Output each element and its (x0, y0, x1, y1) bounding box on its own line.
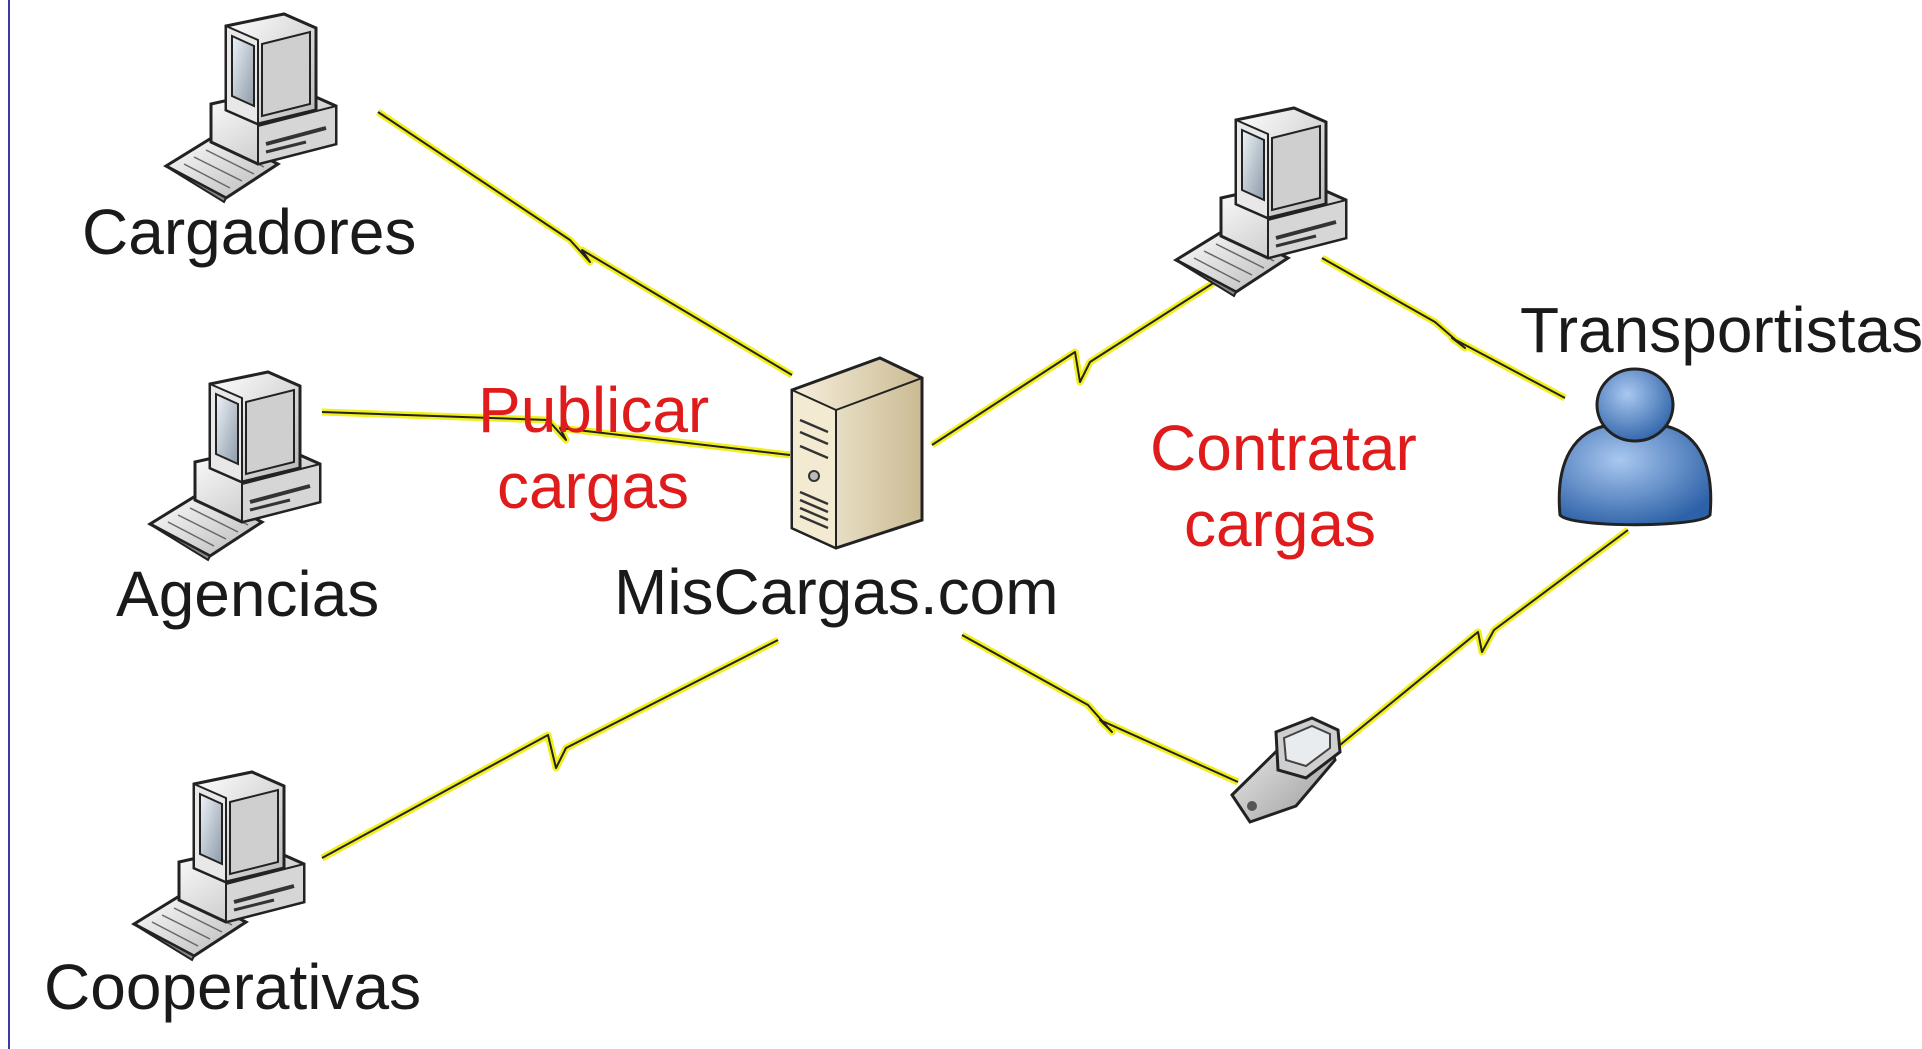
action-publicar-cargas: Publicar cargas (478, 372, 710, 524)
network-links (320, 109, 1631, 862)
action-line-1: Publicar (478, 374, 710, 446)
link-agencias-server (321, 408, 791, 459)
desktop-computer-icon (164, 12, 338, 204)
link-phone-person (1337, 527, 1631, 748)
server-tower-icon (790, 356, 924, 550)
link-cooperativas-server (320, 636, 780, 862)
action-contratar-cargas: Contratar cargas (1150, 410, 1417, 562)
desktop-computer-icon (132, 770, 306, 962)
link-cargadores-server (376, 109, 794, 379)
left-border-line (8, 0, 10, 1049)
link-transport-pc-person (1320, 254, 1567, 402)
link-server-transport-pc (930, 279, 1217, 448)
action-line-2: cargas (496, 450, 690, 522)
action-line-2: cargas (1183, 488, 1377, 560)
node-label-transportistas: Transportistas (1520, 294, 1922, 366)
desktop-computer-icon (1174, 106, 1348, 298)
server-label: MisCargas.com (614, 556, 1059, 628)
node-label-agencias: Agencias (116, 558, 380, 630)
action-line-1: Contratar (1150, 412, 1417, 484)
mobile-phone-icon (1230, 716, 1342, 824)
node-label-cooperativas: Cooperativas (44, 951, 422, 1023)
desktop-computer-icon (148, 370, 322, 562)
node-label-cargadores: Cargadores (82, 196, 417, 268)
user-person-icon (1557, 367, 1713, 527)
link-server-phone (960, 631, 1240, 786)
